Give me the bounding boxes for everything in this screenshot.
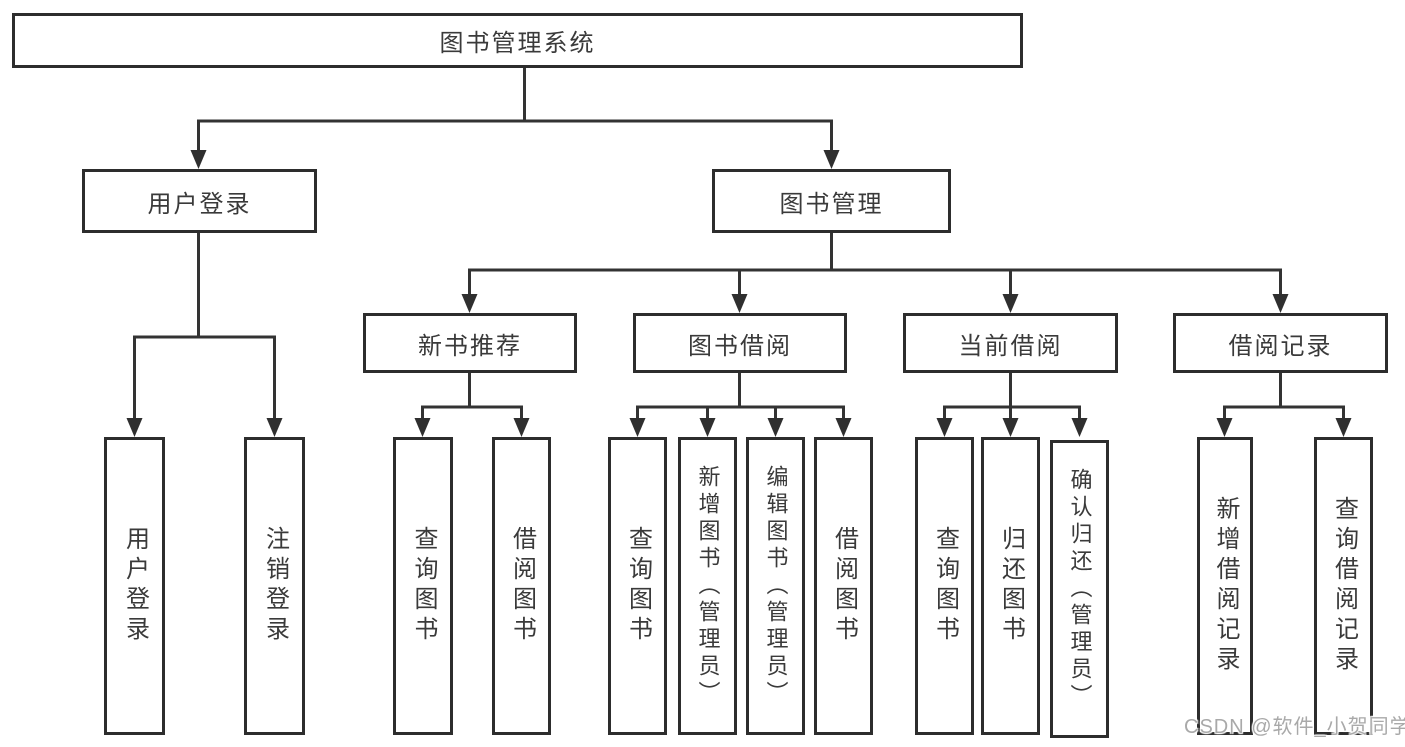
leaf-query-book-1: 查询图书: [393, 437, 453, 735]
node-user-login: 用户登录: [82, 169, 317, 233]
node-root: 图书管理系统: [12, 13, 1023, 68]
leaf-add-borrow-record: 新增借阅记录: [1197, 437, 1253, 735]
leaf-edit-book-admin: 编辑图书（管理员）: [746, 437, 805, 735]
leaf-query-book-2: 查询图书: [608, 437, 667, 735]
leaf-confirm-return-admin: 确认归还（管理员）: [1050, 440, 1109, 738]
leaf-return-book: 归还图书: [981, 437, 1040, 735]
node-book-borrow: 图书借阅: [633, 313, 847, 373]
leaf-query-borrow-record: 查询借阅记录: [1314, 437, 1373, 735]
leaf-query-book-3: 查询图书: [915, 437, 974, 735]
node-borrow-records: 借阅记录: [1173, 313, 1388, 373]
node-current-borrow: 当前借阅: [903, 313, 1118, 373]
leaf-borrow-book-1: 借阅图书: [492, 437, 551, 735]
node-new-book-recommend: 新书推荐: [363, 313, 577, 373]
leaf-logout: 注销登录: [244, 437, 305, 735]
watermark: CSDN @软件_小贺同学: [1184, 716, 1405, 738]
leaf-borrow-book-2: 借阅图书: [814, 437, 873, 735]
leaf-user-login: 用户登录: [104, 437, 165, 735]
leaf-add-book-admin: 新增图书（管理员）: [678, 437, 737, 735]
node-book-management: 图书管理: [712, 169, 951, 233]
